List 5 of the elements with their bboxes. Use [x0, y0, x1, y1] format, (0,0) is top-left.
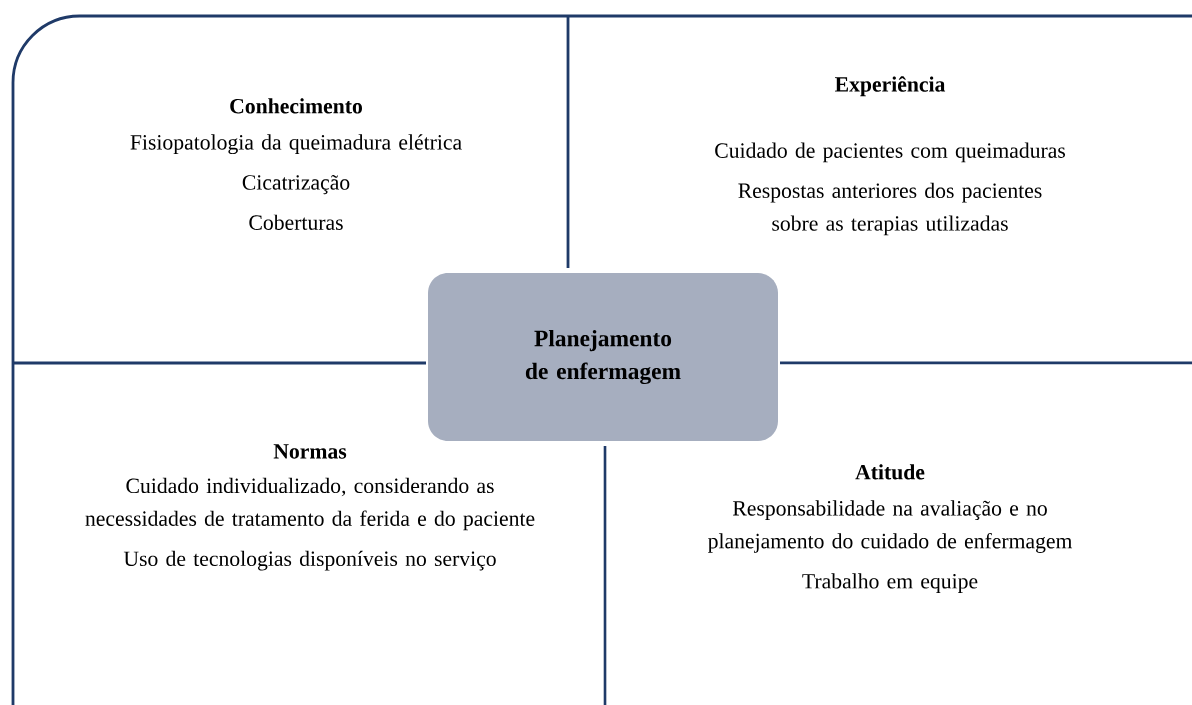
quadrant-text: Atitude Responsabilidade na avaliação e no planejamento do cuidado de enfermagem Trabalho em equipe — [708, 464, 1073, 593]
center-box: Planejamento de enfermagem — [428, 273, 778, 441]
quadrant-text: Normas Cuidado individualizado, considerando as necessidades de tratamento da ferida e do paciente Uso de tecnologias disponíveis no serviço — [85, 444, 535, 571]
quadrant-text: Experiência Cuidado de pacientes com queimaduras Respostas anteriores dos pacientes sobre as terapias utilizadas — [715, 76, 1065, 236]
quadrant-text: Conhecimento Fisiopatologia da queimadura elétrica Cicatrização Coberturas — [130, 98, 462, 230]
